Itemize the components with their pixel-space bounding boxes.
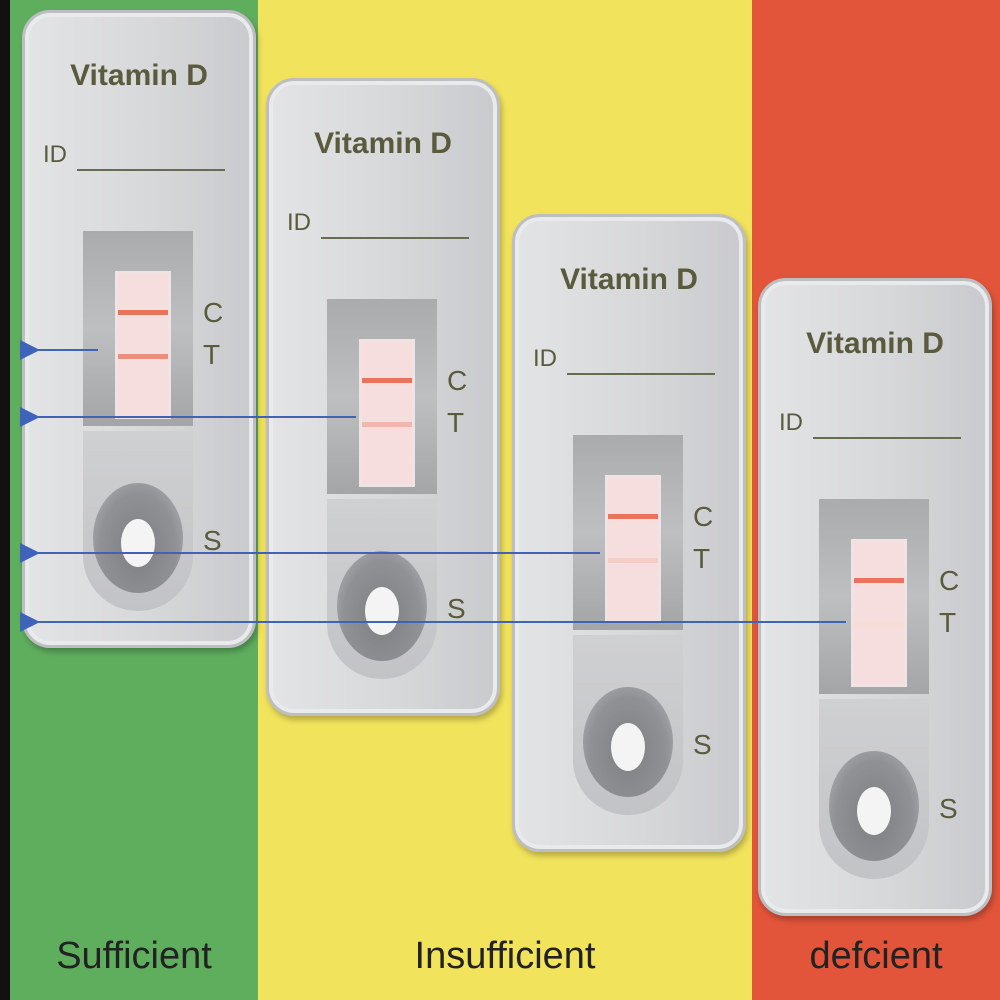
sample-well-hole [611,723,645,771]
test-cassette-4: Vitamin D ID C T S [758,278,992,916]
id-underline [567,373,715,375]
c-label: C [693,501,714,532]
test-cassette-3: Vitamin D ID C T S [512,214,746,852]
zone-label-insufficient: Insufficient [414,935,596,977]
test-cassette-1: Vitamin D ID C T S [22,10,256,648]
t-label: T [447,407,465,438]
s-label: S [203,525,222,556]
c-label: C [447,365,468,396]
control-line [608,514,658,519]
control-line [854,578,904,583]
id-underline [813,437,961,439]
c-label: C [939,565,960,596]
id-label: ID [287,209,311,236]
control-line [362,378,412,383]
test-strip [359,339,415,487]
t-label: T [693,543,711,574]
test-line [118,354,168,359]
id-label: ID [43,141,67,168]
id-label: ID [779,409,803,436]
sample-well-hole [121,519,155,567]
test-strip [851,539,907,687]
test-line [362,422,412,427]
test-cassette-2: Vitamin D ID C T S [266,78,500,716]
t-label: T [203,339,221,370]
c-label: C [203,297,224,328]
test-strip [115,271,171,419]
control-line [118,310,168,315]
sample-well-hole [365,587,399,635]
zone-label-sufficient: Sufficient [56,935,212,977]
t-label: T [939,607,957,638]
id-label: ID [533,345,557,372]
s-label: S [693,729,712,760]
zone-label-deficient: defcient [809,935,943,977]
cassette-title: Vitamin D [806,327,944,360]
s-label: S [447,593,466,624]
cassette-title: Vitamin D [314,127,452,160]
id-underline [77,169,225,171]
cassette-title: Vitamin D [560,263,698,296]
test-strip [605,475,661,623]
id-underline [321,237,469,239]
sample-well-hole [857,787,891,835]
test-line [608,558,658,563]
cassette-title: Vitamin D [70,59,208,92]
test-line [854,622,904,627]
s-label: S [939,793,958,824]
